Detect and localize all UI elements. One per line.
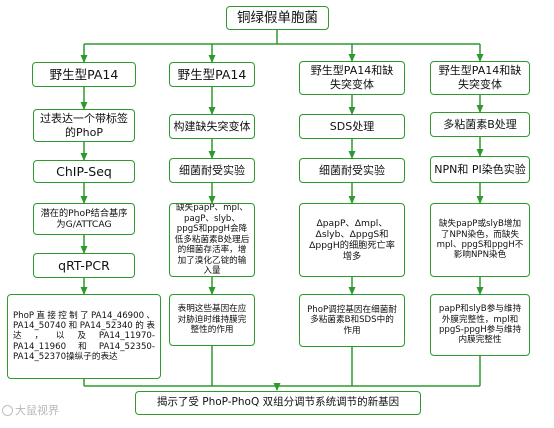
col3-step1: SDS处理 <box>299 114 405 139</box>
col4-header: 野生型PA14和缺失突变体 <box>430 61 530 95</box>
col1-step3-text: 潜在的PhoP结合基序为G/ATTCAG <box>40 207 128 230</box>
col4-step2: NPN和 PI染色实验 <box>430 156 530 183</box>
col2-header: 野生型PA14 <box>169 62 255 87</box>
col4-step1: 多粘菌素B处理 <box>430 112 530 137</box>
col3-step4-text: PhoP调控基因在细菌耐多粘菌素B和SDS中的作用 <box>307 304 397 336</box>
conclusion-text: 揭示了受 PhoP-PhoQ 双组分调节系统调节的新基因 <box>156 396 400 409</box>
col3-header: 野生型PA14和缺失突变体 <box>299 61 405 95</box>
col4-step4: papP和slyB参与维持外膜完整性，mpl和ppgS-ppgH参与维持内膜完整… <box>430 294 530 356</box>
title-box: 铜绿假单胞菌 <box>226 6 329 30</box>
col3-step1-text: SDS处理 <box>329 119 375 133</box>
col2-step3-text: 缺失papP、mpl、pagP、slyb、ppgS和ppgH会降低多粘菌素B处理… <box>174 203 250 277</box>
col2-step1-text: 构建缺失突变体 <box>173 119 251 133</box>
col2-step1: 构建缺失突变体 <box>169 114 255 139</box>
col4-step3-text: 缺失papP或slyB增加了NPN染色，而缺失mpl、ppgS和ppgH不影响N… <box>436 219 524 261</box>
col4-step1-text: 多粘菌素B处理 <box>443 117 517 131</box>
col3-step3-text: ΔpapP、Δmpl、Δslyb、ΔppgS和ΔppgH的细胞死亡率增多 <box>309 217 395 263</box>
col1-step1-text: 过表达一个带标签的PhoP <box>40 111 128 139</box>
watermark-text: 大鼠视界 <box>15 404 59 417</box>
col3-step2: 细菌耐受实验 <box>299 158 405 183</box>
col3-step4: PhoP调控基因在细菌耐多粘菌素B和SDS中的作用 <box>299 294 405 347</box>
col2-step4: 表明这些基因在应对胁迫时维持膜完整性的作用 <box>169 294 255 346</box>
col2-step3: 缺失papP、mpl、pagP、slyb、ppgS和ppgH会降低多粘菌素B处理… <box>169 203 255 277</box>
col1-step4: qRT-PCR <box>33 253 135 278</box>
col1-step5: PhoP直接控制了PA14_46900、PA14_50740和PA14_5234… <box>7 294 161 379</box>
diagram-title: 铜绿假单胞菌 <box>237 9 318 26</box>
col1-step4-text: qRT-PCR <box>58 257 110 273</box>
col1-step2-text: ChIP-Seq <box>56 163 112 179</box>
col4-step4-text: papP和slyB参与维持外膜完整性，mpl和ppgS-ppgH参与维持内膜完整… <box>438 304 522 346</box>
col4-step2-text: NPN和 PI染色实验 <box>434 162 526 176</box>
col1-header-text: 野生型PA14 <box>49 66 119 82</box>
col1-step2: ChIP-Seq <box>33 160 135 183</box>
col2-header-text: 野生型PA14 <box>177 66 247 82</box>
col3-step2-text: 细菌耐受实验 <box>319 163 385 177</box>
col1-step5-text: PhoP直接控制了PA14_46900、PA14_50740和PA14_5234… <box>13 310 155 362</box>
conclusion-box: 揭示了受 PhoP-PhoQ 双组分调节系统调节的新基因 <box>135 391 421 415</box>
col2-step2-text: 细菌耐受实验 <box>179 163 245 177</box>
col3-header-text: 野生型PA14和缺失突变体 <box>310 64 394 91</box>
col1-step1: 过表达一个带标签的PhoP <box>33 109 135 142</box>
col1-header: 野生型PA14 <box>32 62 136 87</box>
col4-step3: 缺失papP或slyB增加了NPN染色，而缺失mpl、ppgS和ppgH不影响N… <box>430 203 530 277</box>
col2-step2: 细菌耐受实验 <box>169 158 255 183</box>
col1-step3: 潜在的PhoP结合基序为G/ATTCAG <box>33 203 135 235</box>
col2-step4-text: 表明这些基因在应对胁迫时维持膜完整性的作用 <box>177 304 247 336</box>
watermark-logo-icon <box>2 404 13 416</box>
col4-header-text: 野生型PA14和缺失突变体 <box>438 64 522 91</box>
watermark: 大鼠视界 <box>2 402 59 418</box>
col3-step3: ΔpapP、Δmpl、Δslyb、ΔppgS和ΔppgH的细胞死亡率增多 <box>299 203 405 277</box>
